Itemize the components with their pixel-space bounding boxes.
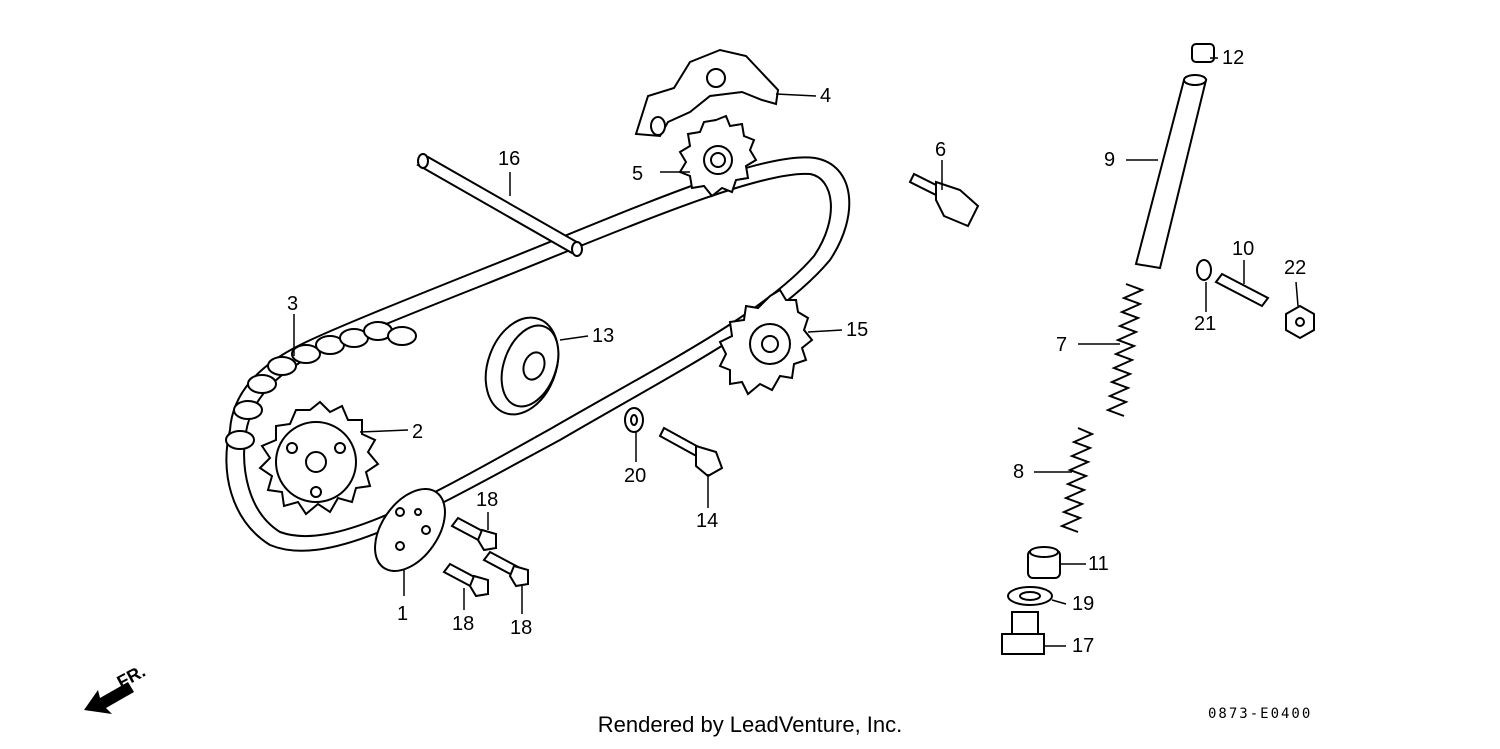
callout-8: 8	[1013, 461, 1024, 483]
callout-3: 3	[287, 293, 298, 315]
spring-8[interactable]	[1059, 427, 1095, 533]
chain-plate[interactable]	[361, 476, 460, 583]
callout-15: 15	[846, 319, 868, 341]
tensioner-roller[interactable]	[473, 307, 571, 424]
plunger-11[interactable]	[1027, 546, 1061, 579]
bolt-18-a[interactable]	[450, 516, 497, 552]
callout-4: 4	[820, 85, 831, 107]
timing-sprocket[interactable]	[258, 400, 380, 516]
tensioner-tube[interactable]	[1134, 74, 1208, 270]
callout-22: 22	[1284, 257, 1306, 279]
nut-22[interactable]	[1285, 304, 1315, 340]
callout-12: 12	[1222, 47, 1244, 69]
front-arrow-icon: FR.	[84, 661, 149, 714]
callout-7: 7	[1056, 334, 1067, 356]
callout-16: 16	[498, 148, 520, 170]
credit-text: Rendered by LeadVenture, Inc.	[597, 712, 903, 737]
callout-9: 9	[1104, 149, 1115, 171]
guide-shaft[interactable]	[416, 153, 584, 257]
callouts: 1 2 3 4 5 6 7 8 9 10 11 12 13 14 15 16 1…	[287, 47, 1306, 657]
callout-17: 17	[1072, 635, 1094, 657]
callout-2: 2	[412, 421, 423, 443]
spring-7[interactable]	[1105, 283, 1145, 417]
callout-18-a: 18	[476, 489, 498, 511]
callout-18-c: 18	[510, 617, 532, 639]
upper-sprocket[interactable]	[678, 114, 758, 198]
sealing-bolt-17[interactable]	[1001, 611, 1045, 655]
washer-20[interactable]	[624, 407, 644, 433]
bolt-18-b[interactable]	[442, 562, 489, 598]
callout-6: 6	[935, 139, 946, 161]
bolt-14[interactable]	[658, 426, 724, 478]
washer-21[interactable]	[1196, 259, 1212, 281]
bolt-6[interactable]	[908, 172, 980, 228]
callout-1: 1	[397, 603, 408, 625]
drawing-code: 0873-E0400	[1208, 706, 1313, 722]
callout-5: 5	[632, 163, 643, 185]
tensioner-arm[interactable]	[634, 48, 780, 138]
bolt-10[interactable]	[1214, 272, 1270, 308]
leader-lines	[293, 57, 1299, 647]
cam-chain[interactable]	[225, 156, 851, 552]
callout-19: 19	[1072, 593, 1094, 615]
bolt-18-c[interactable]	[482, 550, 529, 588]
washer-19[interactable]	[1007, 586, 1053, 606]
chain-links	[225, 321, 417, 450]
callout-21: 21	[1194, 313, 1216, 335]
cap-12[interactable]	[1191, 43, 1215, 63]
callout-10: 10	[1232, 238, 1254, 260]
callout-13: 13	[592, 325, 614, 347]
lower-sprocket[interactable]	[718, 288, 814, 396]
callout-18-b: 18	[452, 613, 474, 635]
callout-20: 20	[624, 465, 646, 487]
callout-11: 11	[1088, 553, 1109, 575]
callout-14: 14	[696, 510, 718, 532]
